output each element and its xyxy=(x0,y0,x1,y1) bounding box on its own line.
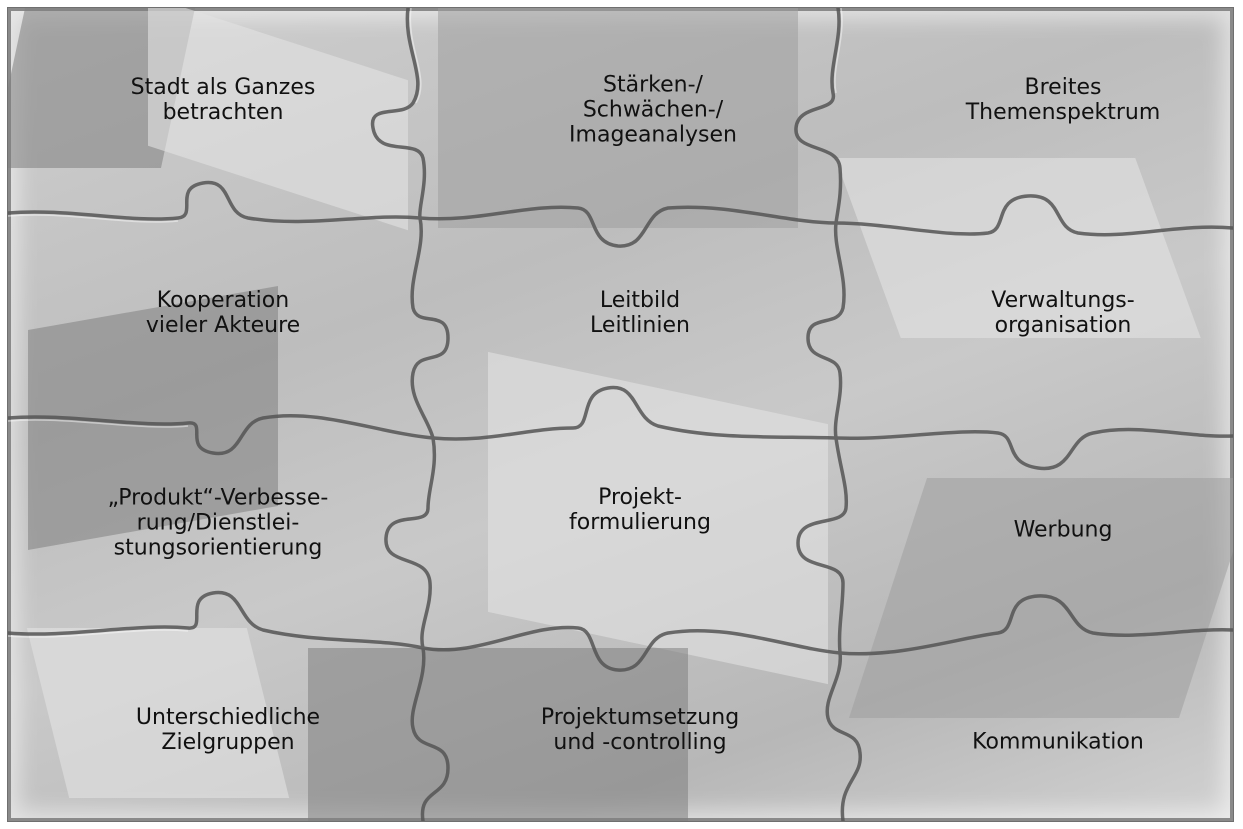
piece-label-breites-themenspektrum: Breites Themenspektrum xyxy=(965,75,1161,125)
piece-label-werbung: Werbung xyxy=(1013,517,1113,543)
piece-label-projektumsetzung: Projektumsetzung und -controlling xyxy=(540,705,740,755)
puzzle-seam xyxy=(8,385,1233,471)
puzzle-seam xyxy=(8,590,1233,672)
piece-label-kooperation: Kooperation vieler Akteure xyxy=(145,288,301,338)
piece-label-kommunikation: Kommunikation xyxy=(972,729,1144,755)
piece-label-stadt-als-ganzes: Stadt als Ganzes betrachten xyxy=(130,75,316,125)
puzzle-diagram: Stadt als Ganzes betrachten Stärken-/ Sc… xyxy=(8,8,1233,821)
background-photo-rooftop xyxy=(438,8,798,228)
piece-label-leitbild: Leitbild Leitlinien xyxy=(590,288,690,338)
puzzle-seam xyxy=(794,8,862,821)
puzzle-seam xyxy=(370,8,450,821)
puzzle-seam xyxy=(8,180,1233,248)
piece-label-produktverbesserung: „Produkt“-Verbesse- rung/Dienstlei- stun… xyxy=(107,485,329,561)
piece-label-staerken-schwaechen: Stärken-/ Schwächen-/ Imageanalysen xyxy=(569,72,737,148)
puzzle-seams xyxy=(8,8,1233,821)
piece-label-projektformulierung: Projekt- formulierung xyxy=(569,485,711,535)
piece-label-zielgruppen: Unterschiedliche Zielgruppen xyxy=(135,705,321,755)
piece-label-verwaltungsorganisation: Verwaltungs- organisation xyxy=(991,288,1135,338)
background-photo-rooftop xyxy=(308,648,688,821)
